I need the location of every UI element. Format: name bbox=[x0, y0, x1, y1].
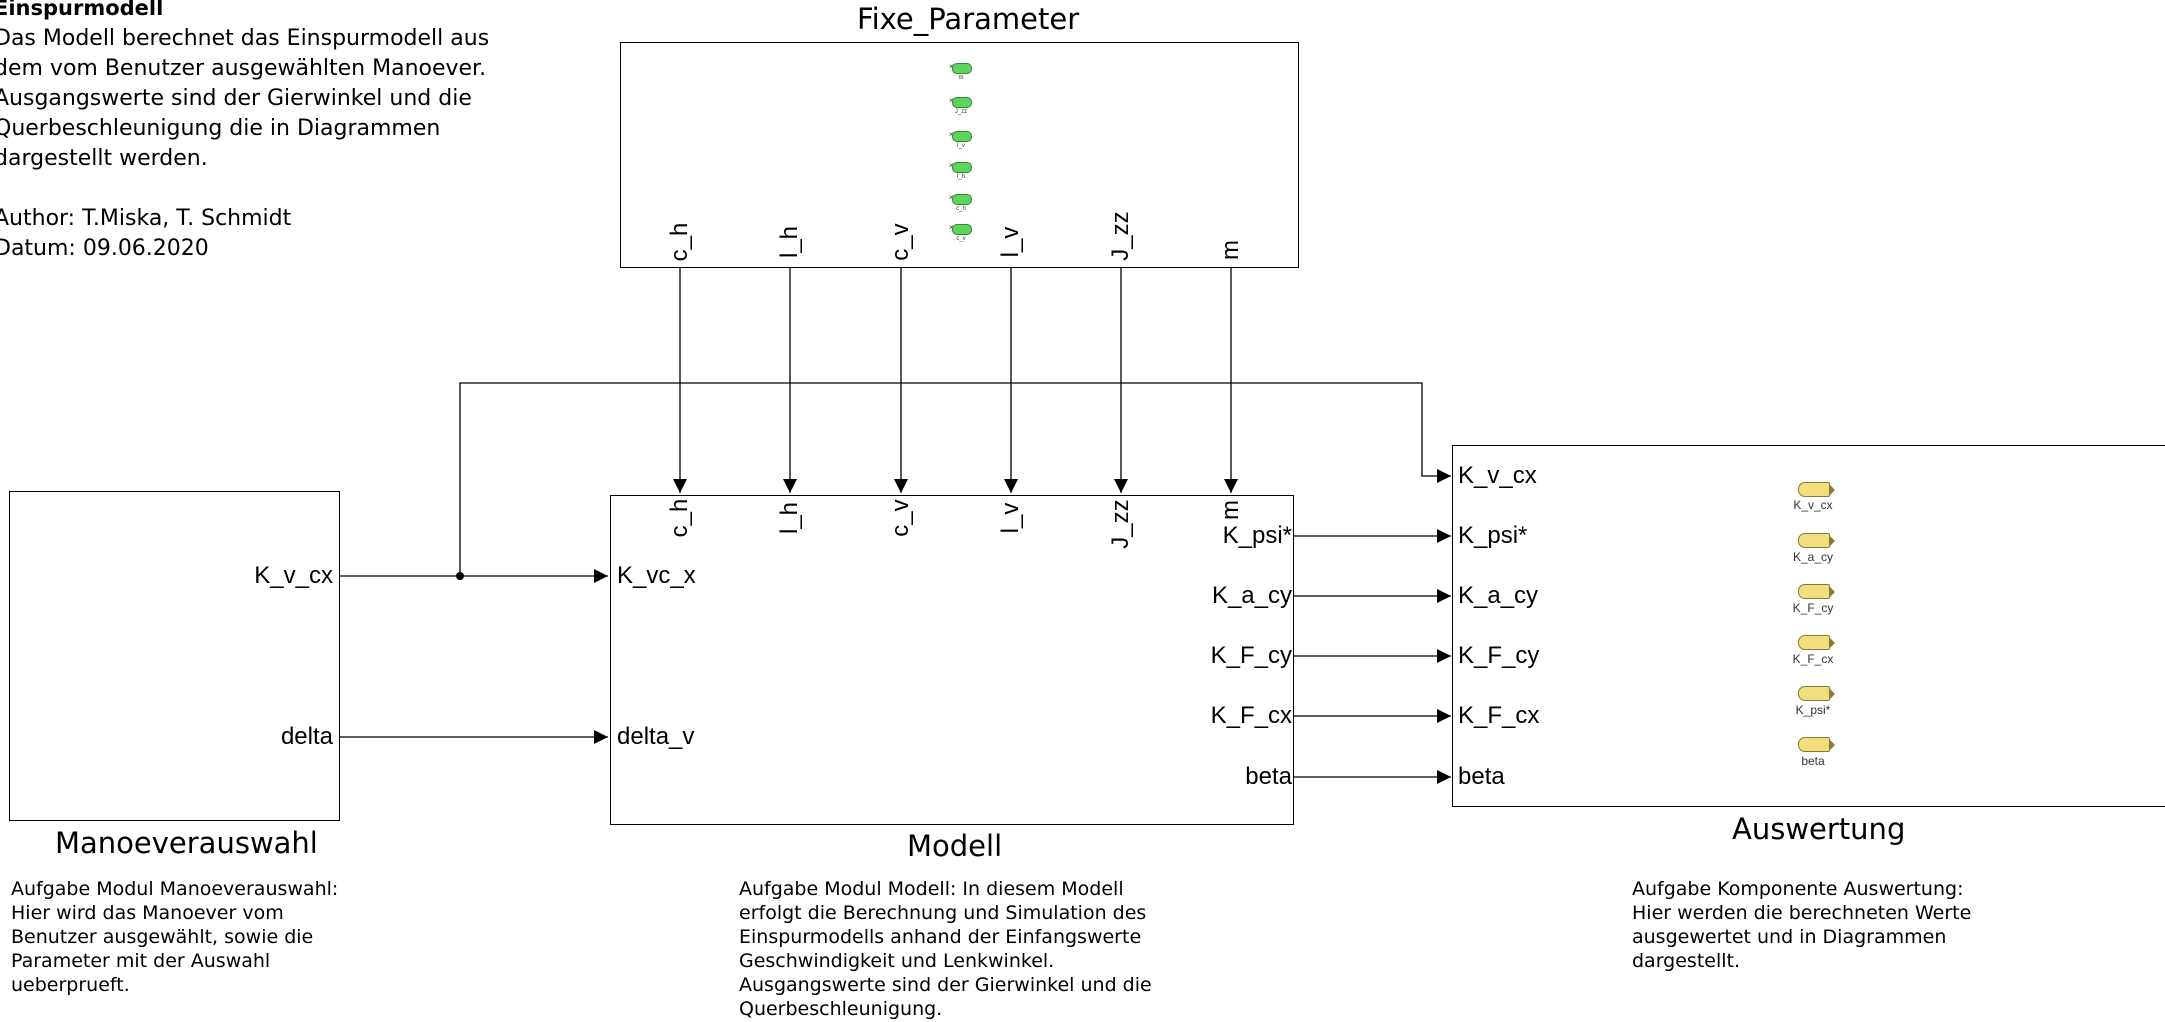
fp-port-c_h: c_h bbox=[666, 222, 693, 262]
modell-port-c_v: c_v bbox=[887, 499, 914, 537]
indicator-m[interactable] bbox=[952, 63, 972, 74]
auswertung-title: Auswertung bbox=[1732, 812, 1906, 846]
modell-port-k-f-cx: K_F_cx bbox=[1210, 702, 1292, 729]
indicator-l-h[interactable] bbox=[952, 162, 972, 173]
modell-title: Modell bbox=[907, 829, 1003, 863]
fp-port-l_h: l_h bbox=[776, 225, 803, 259]
scope-k-f-cy[interactable] bbox=[1798, 584, 1835, 599]
modell-description: Aufgabe Modul Modell: In diesem Modell e… bbox=[739, 878, 1152, 1020]
header-description: Das Modell berechnet das Einspurmodell a… bbox=[0, 26, 490, 261]
manoeverauswahl-port-delta: delta bbox=[280, 723, 333, 750]
manoeverauswahl-description: Aufgabe Modul Manoeverauswahl: Hier wird… bbox=[11, 878, 339, 996]
modell-port-k-f-cy: K_F_cy bbox=[1210, 642, 1292, 669]
fp-port-c_v: c_v bbox=[887, 223, 914, 261]
scope-k-v-cx[interactable] bbox=[1798, 482, 1835, 497]
modell-block[interactable] bbox=[610, 495, 1294, 825]
manoeverauswahl-port-k-v-cx: K_v_cx bbox=[254, 562, 333, 589]
fp-port-l_v: l_v bbox=[997, 226, 1024, 258]
scope-beta[interactable] bbox=[1798, 737, 1835, 752]
modell-port-delta-v: delta_v bbox=[617, 723, 695, 750]
auswertung-port-k-a-cy: K_a_cy bbox=[1458, 582, 1539, 609]
wire-k-v-cx-branch bbox=[459, 382, 1451, 576]
modell-port-beta: beta bbox=[1245, 763, 1292, 790]
scope-k-a-cy[interactable] bbox=[1798, 533, 1835, 548]
header-title: Einspurmodell bbox=[0, 0, 164, 20]
auswertung-description: Aufgabe Komponente Auswertung: Hier werd… bbox=[1632, 878, 1972, 972]
indicator-j-zz[interactable] bbox=[952, 97, 972, 108]
scope-k-psi[interactable] bbox=[1798, 686, 1835, 701]
manoeverauswahl-block[interactable] bbox=[9, 491, 340, 821]
branch-point bbox=[456, 572, 464, 580]
auswertung-port-beta: beta bbox=[1458, 763, 1505, 790]
modell-port-l_h: l_h bbox=[776, 501, 803, 535]
modell-port-J_zz: J_zz bbox=[1107, 499, 1134, 549]
modell-port-k-a-cy: K_a_cy bbox=[1211, 582, 1292, 609]
modell-port-k-vc-x: K_vc_x bbox=[617, 562, 696, 589]
modell-port-k-psi: K_psi* bbox=[1222, 522, 1292, 549]
fixe-parameter-title: Fixe_Parameter bbox=[857, 2, 1080, 36]
indicator-c-v[interactable] bbox=[952, 224, 972, 235]
fp-port-J_zz: J_zz bbox=[1107, 211, 1134, 261]
modell-port-c_h: c_h bbox=[666, 498, 693, 538]
auswertung-port-k-psi: K_psi* bbox=[1458, 522, 1528, 549]
auswertung-port-k-v-cx: K_v_cx bbox=[1458, 462, 1537, 489]
modell-port-l_v: l_v bbox=[997, 502, 1024, 534]
fp-port-m: m bbox=[1217, 240, 1244, 260]
manoeverauswahl-title: Manoeverauswahl bbox=[55, 826, 318, 860]
auswertung-port-k-f-cx: K_F_cx bbox=[1458, 702, 1540, 729]
indicator-l-v[interactable] bbox=[952, 131, 972, 142]
indicator-c-h[interactable] bbox=[952, 194, 972, 205]
scope-k-f-cx[interactable] bbox=[1798, 635, 1835, 650]
auswertung-port-k-f-cy: K_F_cy bbox=[1458, 642, 1540, 669]
